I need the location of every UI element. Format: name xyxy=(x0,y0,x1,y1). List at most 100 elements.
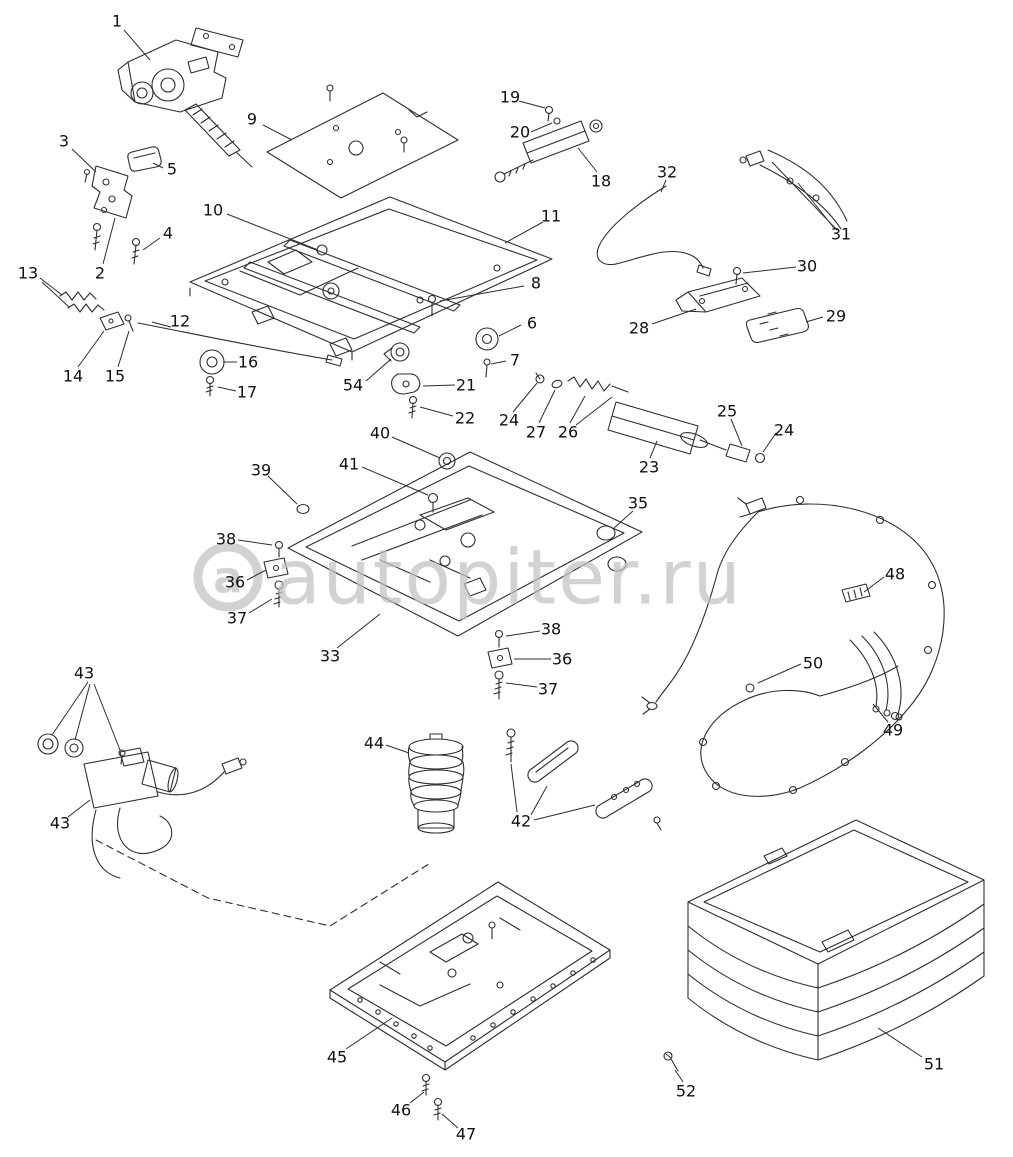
callout-label-2: 2 xyxy=(95,264,105,283)
callout-label-11: 11 xyxy=(541,207,561,226)
callout-leader-18 xyxy=(577,147,598,173)
callout-leader-25 xyxy=(730,418,743,447)
part-52-screw xyxy=(663,1051,679,1072)
callout-leader-7 xyxy=(490,360,507,365)
callout-leader-21 xyxy=(422,384,456,387)
callout-leader-38 xyxy=(505,630,541,637)
part-10-11-seat-frame xyxy=(189,196,553,361)
artwork-layer xyxy=(37,27,985,1121)
callout-label-39: 39 xyxy=(251,461,271,480)
callout-leader-8 xyxy=(439,285,525,302)
callout-leader-24 xyxy=(762,432,777,453)
callout-label-13: 13 xyxy=(18,264,38,283)
callout-label-38: 38 xyxy=(216,530,236,549)
part-33-suspension-frame xyxy=(287,451,643,637)
callout-label-50: 50 xyxy=(803,654,823,673)
callout-leader-43 xyxy=(67,799,91,818)
part-45-base-frame xyxy=(329,881,611,1071)
callout-leader-22 xyxy=(419,406,454,417)
callout-leader-42 xyxy=(510,763,518,813)
callout-label-25: 25 xyxy=(717,402,737,421)
callout-label-31: 31 xyxy=(831,225,851,244)
part-32-cable xyxy=(596,185,712,277)
callout-leader-38 xyxy=(237,539,273,546)
callout-label-10: 10 xyxy=(203,201,223,220)
callout-label-40: 40 xyxy=(370,424,390,443)
callout-label-45: 45 xyxy=(327,1048,347,1067)
callout-label-54: 54 xyxy=(343,376,363,395)
callout-leader-42 xyxy=(533,804,596,821)
part-1-motor-adjuster xyxy=(117,27,253,168)
callout-leader-47 xyxy=(441,1113,459,1129)
callout-label-41: 41 xyxy=(339,455,359,474)
callout-leader-26 xyxy=(575,396,613,426)
part-36-38-right-mount xyxy=(487,629,513,700)
callout-leader-37 xyxy=(505,682,538,688)
callout-leader-39 xyxy=(267,475,298,505)
callout-leader-40 xyxy=(391,436,441,459)
callout-label-32: 32 xyxy=(657,163,677,182)
part-43-compressor xyxy=(37,733,433,927)
callout-label-7: 7 xyxy=(510,351,520,370)
callout-leader-23 xyxy=(649,440,658,459)
callout-leader-20 xyxy=(530,122,553,133)
callout-label-24: 24 xyxy=(499,411,519,430)
callout-label-9: 9 xyxy=(247,110,257,129)
part-12-17-cable-springs xyxy=(59,291,343,397)
callout-leader-15 xyxy=(117,330,130,368)
callout-label-12: 12 xyxy=(170,312,190,331)
callout-label-51: 51 xyxy=(924,1055,944,1074)
callout-label-20: 20 xyxy=(510,123,530,142)
part-28-29-30-bracket-pedal xyxy=(675,266,809,344)
watermark-logo-ring xyxy=(193,542,263,612)
callout-leader-48 xyxy=(863,576,885,593)
callout-leader-28 xyxy=(651,308,697,325)
callout-leader-42 xyxy=(530,785,548,816)
callout-leader-29 xyxy=(805,316,824,323)
part-36-38-left-mount xyxy=(263,540,289,608)
callout-leader-2 xyxy=(102,217,116,265)
callout-leader-52 xyxy=(674,1069,684,1083)
callout-leader-19 xyxy=(518,100,546,109)
callout-label-14: 14 xyxy=(63,367,83,386)
callout-leader-5 xyxy=(152,162,164,169)
part-42-fittings xyxy=(505,728,662,831)
callout-label-49: 49 xyxy=(883,721,903,740)
callout-label-37: 37 xyxy=(538,680,558,699)
callout-leader-26 xyxy=(569,395,586,424)
callout-label-28: 28 xyxy=(629,319,649,338)
callout-leader-51 xyxy=(877,1027,923,1058)
part-46-47-screws xyxy=(421,1073,443,1121)
callout-label-6: 6 xyxy=(527,314,537,333)
callout-leader-1 xyxy=(123,29,151,61)
callout-label-3: 3 xyxy=(59,132,69,151)
callout-leader-35 xyxy=(613,510,634,529)
callout-label-29: 29 xyxy=(826,307,846,326)
callout-label-16: 16 xyxy=(238,353,258,372)
callout-label-48: 48 xyxy=(885,565,905,584)
callout-label-52: 52 xyxy=(676,1082,696,1101)
part-9-panel xyxy=(266,84,459,199)
part-51-bellows xyxy=(687,819,985,1061)
callout-leader-37 xyxy=(248,598,273,614)
callout-leader-46 xyxy=(409,1091,425,1104)
callout-label-38: 38 xyxy=(541,620,561,639)
callout-leader-45 xyxy=(345,1017,393,1050)
callout-leader-36 xyxy=(246,569,267,581)
callout-label-19: 19 xyxy=(500,88,520,107)
callout-label-37: 37 xyxy=(227,609,247,628)
callout-leader-31 xyxy=(771,161,838,231)
callout-leader-44 xyxy=(385,744,410,754)
callout-leader-33 xyxy=(336,613,381,649)
callout-label-15: 15 xyxy=(105,367,125,386)
callout-label-33: 33 xyxy=(320,647,340,666)
callout-leader-43 xyxy=(93,683,121,751)
callout-label-21: 21 xyxy=(456,376,476,395)
callout-label-1: 1 xyxy=(112,12,122,31)
part-48-50-wiring-harness xyxy=(641,495,945,797)
callout-leader-4 xyxy=(142,237,161,251)
part-54-21-22-6-7-small-parts xyxy=(383,327,499,419)
callout-label-36: 36 xyxy=(225,573,245,592)
callout-label-5: 5 xyxy=(167,160,177,179)
